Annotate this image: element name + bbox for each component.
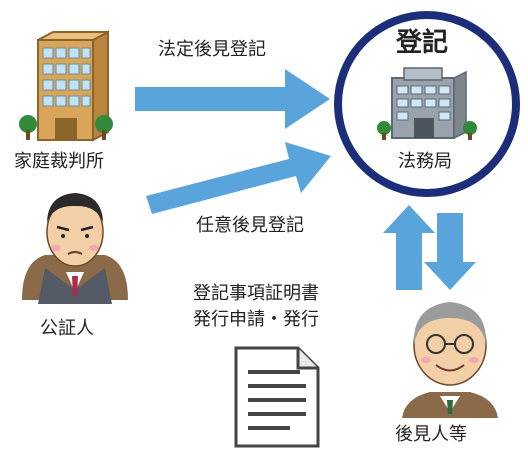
bureau-building-icon [377,67,477,140]
certificate-line-2: 発行申請・発行 [193,309,319,330]
bureau-title: 登記 [396,28,449,58]
arrow-notary-to-bureau [146,142,331,214]
arrow-down-to-guardian [424,213,476,290]
notary-label: 公証人 [40,318,94,339]
guardian-person-icon [402,302,498,418]
tree-icon [463,121,477,140]
edge-label-voluntary: 任意後見登記 [196,215,304,236]
arrow-court-to-bureau [135,69,330,129]
edge-label-statutory: 法定後見登記 [158,39,266,60]
document-icon [234,346,320,448]
tree-icon [95,115,113,140]
court-building-icon [19,30,113,142]
arrow-up-to-bureau [383,205,435,290]
certificate-line-1: 登記事項証明書 [193,283,319,304]
notary-person-icon [22,193,128,304]
tree-icon [377,121,391,140]
bureau-label: 法務局 [398,151,452,172]
guardian-label: 後見人等 [395,424,467,445]
court-label: 家庭裁判所 [14,151,104,172]
tree-icon [19,115,37,140]
